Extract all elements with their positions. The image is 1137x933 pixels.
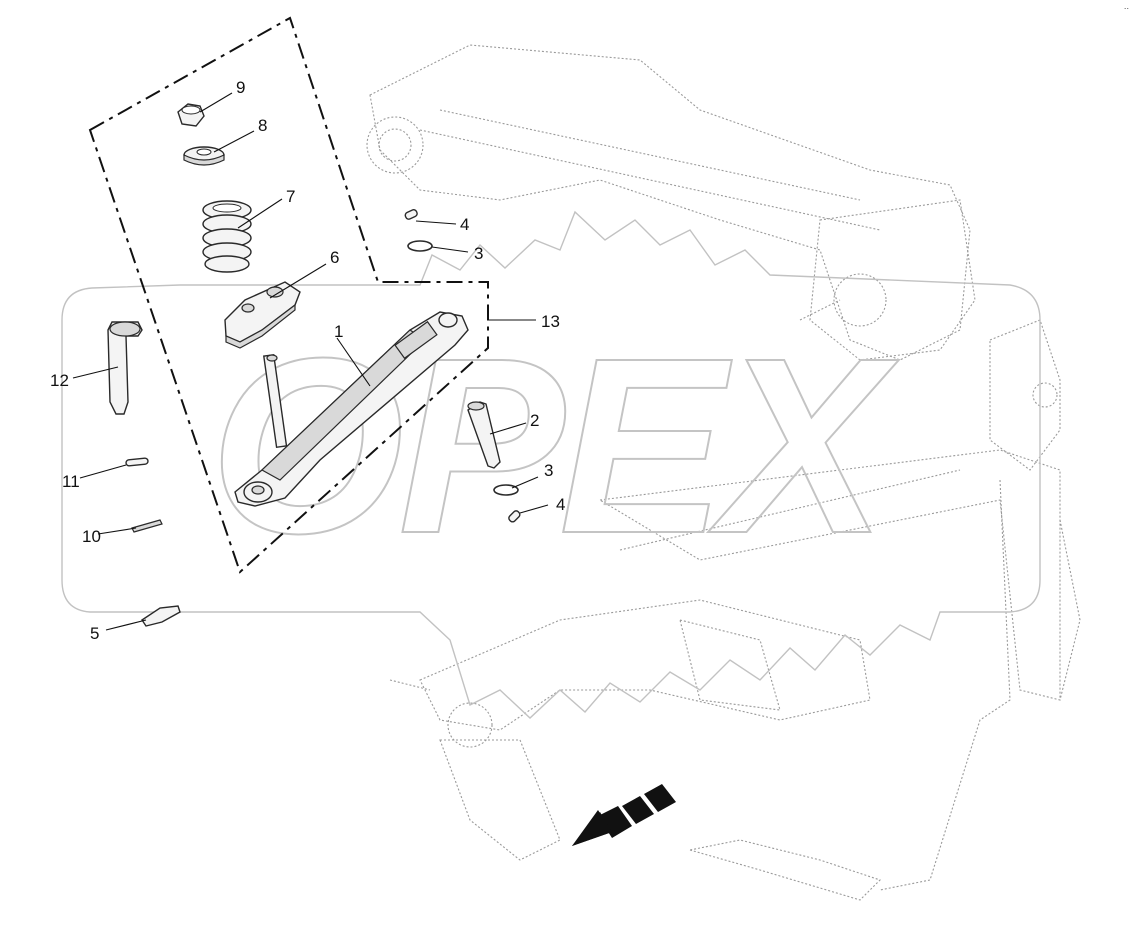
callout-4-lower: 4 xyxy=(556,495,565,514)
callout-3-lower: 3 xyxy=(544,461,553,480)
callout-6: 10 xyxy=(82,527,101,546)
part-nut xyxy=(177,103,205,127)
part-latch xyxy=(141,605,181,627)
part-clip xyxy=(131,519,163,533)
callout-4-upper: 4 xyxy=(460,215,469,234)
direction-arrow-icon xyxy=(572,784,676,846)
part-washer xyxy=(183,146,225,166)
callout-7: 11 xyxy=(62,472,80,491)
part-small-pin-lower xyxy=(508,510,521,523)
part-drawbar xyxy=(234,311,469,507)
callout-11: 8 xyxy=(258,116,267,135)
kit-boundary-outline xyxy=(88,16,489,574)
part-ring-upper xyxy=(407,240,433,252)
part-small-pin-upper xyxy=(404,209,418,220)
part-pin xyxy=(467,401,501,469)
part-handle-pin xyxy=(107,321,143,415)
part-bracket xyxy=(224,281,301,349)
callout-1: 1 xyxy=(334,322,343,341)
leader-lines xyxy=(72,92,549,631)
callout-8: 12 xyxy=(50,371,69,390)
part-roll-pin xyxy=(125,457,149,467)
corner-mark: .. xyxy=(1123,2,1129,11)
callout-10: 7 xyxy=(286,187,295,206)
callout-13: 13 xyxy=(541,312,560,331)
callout-5: 5 xyxy=(90,624,99,643)
part-ring-lower xyxy=(493,484,519,496)
callout-3-upper: 3 xyxy=(474,244,483,263)
callout-2: 2 xyxy=(530,411,539,430)
callout-12: 9 xyxy=(236,78,245,97)
callout-labels: 9 8 7 6 1 13 12 11 10 5 4 3 2 3 4 xyxy=(50,78,565,643)
callout-9: 6 xyxy=(330,248,339,267)
part-spring xyxy=(202,200,252,273)
